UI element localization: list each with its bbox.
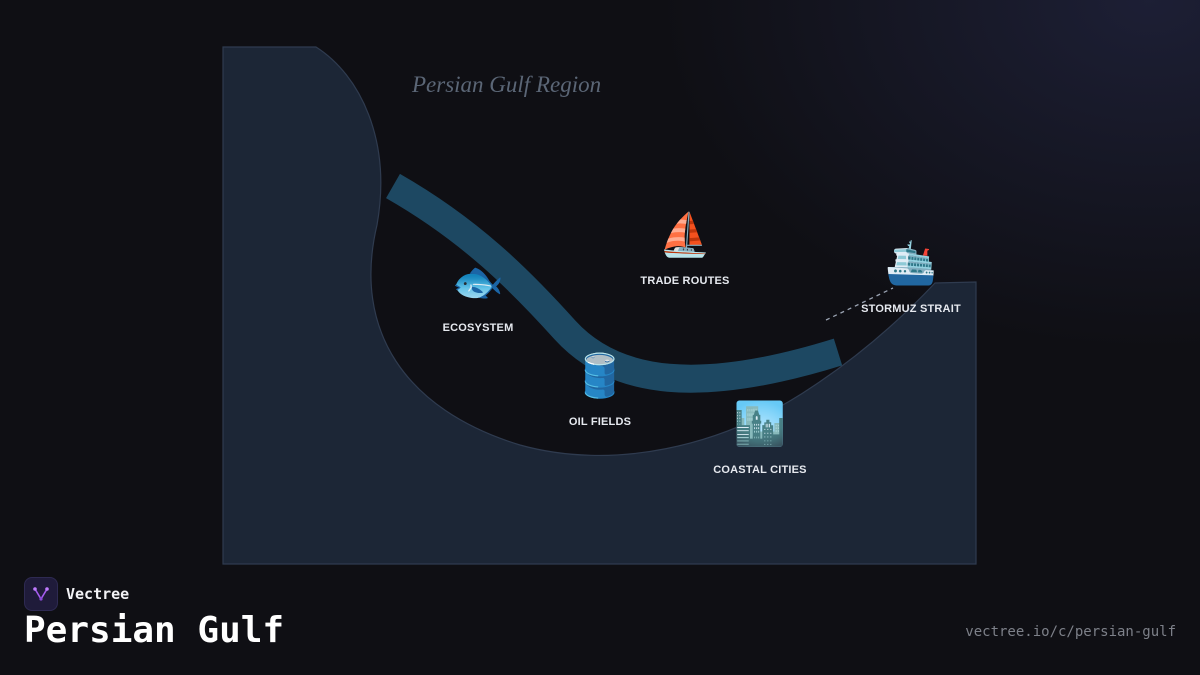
logo-mark [33,587,49,601]
marker-label: ECOSYSTEM [442,322,514,334]
marker-coastal-cities[interactable]: 🏙️ COASTAL CITIES [680,399,840,477]
page-url-link[interactable]: vectree.io/c/persian-gulf [965,624,1176,640]
sailboat-icon: ⛵ [658,210,712,259]
marker-trade-routes[interactable]: ⛵ TRADE ROUTES [605,210,765,288]
marker-label: OIL FIELDS [568,416,632,428]
marker-oil-fields[interactable]: 🛢️ OIL FIELDS [520,351,680,429]
marker-label: STORMUZ STRAIT [861,303,961,315]
marker-ecosystem[interactable]: 🐟 ECOSYSTEM [398,257,558,335]
brand[interactable]: Vectree [24,577,129,611]
fish-icon: 🐟 [451,257,505,306]
page-title: Persian Gulf [24,610,285,651]
oil-barrel-icon: 🛢️ [573,351,627,400]
cityscape-icon: 🏙️ [733,399,787,448]
brand-name: Vectree [66,585,130,603]
marker-stormuz-strait[interactable]: 🛳️ STORMUZ STRAIT [831,238,991,316]
gulf-waterway [386,173,843,393]
land-mass [222,46,977,565]
vectree-logo-icon [24,577,58,611]
map-title: Persian Gulf Region [412,72,602,97]
marker-label: TRADE ROUTES [640,275,730,287]
ship-icon: 🛳️ [884,238,938,287]
marker-label: COASTAL CITIES [713,464,807,476]
